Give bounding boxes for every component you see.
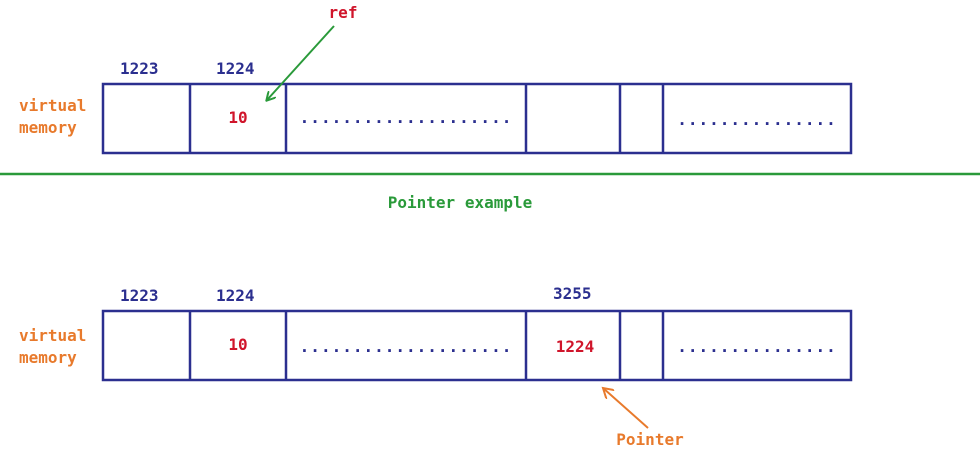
pointer-example: virtual memory 1223 1224 3255 10 .......… [19,284,853,449]
memory-strip: 10 .................... 1224 ...........… [101,309,853,382]
cell-ellipsis: ............... [677,110,837,129]
row-label-line1: virtual [19,326,86,345]
row-label-line2: memory [19,118,77,137]
memory-strip-border [101,309,853,382]
memory-strip-border [101,82,853,155]
ref-example: virtual memory 1223 1224 10 ............… [19,3,853,155]
divider-caption: Pointer example [388,193,533,212]
pointer-arrow [603,388,649,429]
ref-arrow [267,25,335,100]
address-label: 1223 [120,59,159,78]
cell-value: 1224 [556,337,595,356]
row-label-line1: virtual [19,96,86,115]
cell-ellipsis: .................... [300,108,513,127]
memory-strip: 10 .................... ............... [101,82,853,155]
row-label-line2: memory [19,348,77,367]
cell-value: 10 [228,335,247,354]
address-label: 1224 [216,286,255,305]
address-label: 1224 [216,59,255,78]
address-label: 3255 [553,284,592,303]
address-label: 1223 [120,286,159,305]
ref-label: ref [329,3,358,22]
pointer-label: Pointer [616,430,683,449]
cell-ellipsis: .................... [300,337,513,356]
cell-ellipsis: ............... [677,337,837,356]
cell-value: 10 [228,108,247,127]
